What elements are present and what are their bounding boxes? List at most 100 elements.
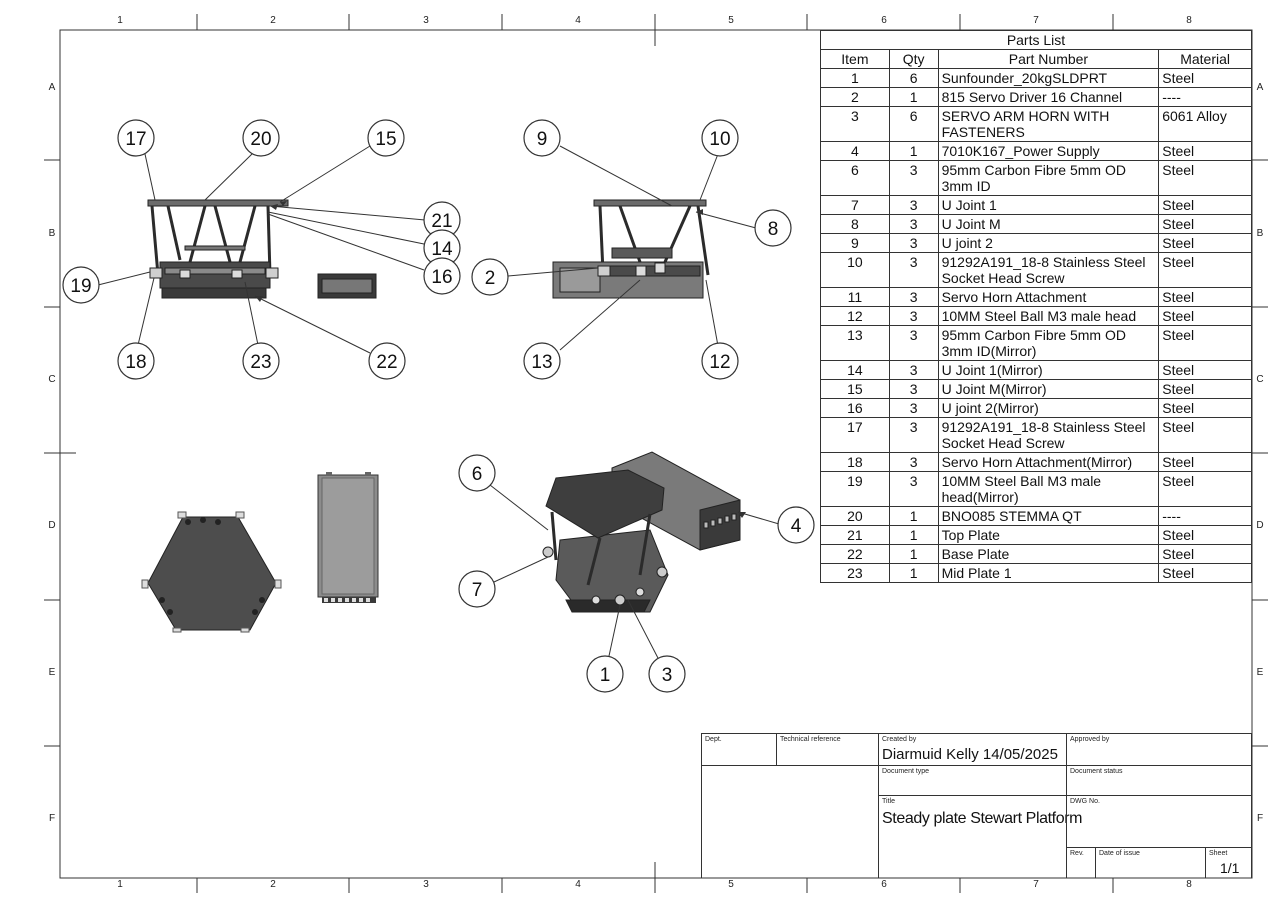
top-view: [141, 511, 282, 633]
iso-view: [542, 451, 741, 613]
date-issue-label: Date of issue: [1099, 850, 1140, 857]
row-label: D: [1256, 520, 1264, 531]
balloon-17: 17: [125, 129, 146, 150]
col-label: 2: [270, 15, 276, 26]
cell-part-number: Base Plate: [937, 544, 1160, 564]
balloon-3: 3: [662, 665, 673, 686]
balloon-16: 16: [431, 267, 452, 288]
balloon-14: 14: [431, 239, 453, 260]
leader-arrows: [255, 201, 746, 518]
cell-part-number: Mid Plate 1: [937, 563, 1160, 583]
col-label: 6: [881, 879, 887, 890]
cell-material: Steel: [1158, 452, 1252, 472]
front-leaders: [97, 145, 426, 354]
cell-material: Steel: [1158, 325, 1252, 361]
balloon-20: 20: [250, 129, 271, 150]
tech-ref-cell: Technical reference: [776, 733, 878, 765]
cell-qty: 6: [888, 106, 939, 142]
cell-material: Steel: [1158, 417, 1252, 453]
balloon-2: 2: [485, 268, 496, 289]
col-label: 4: [575, 15, 581, 26]
cell-part-number: 10MM Steel Ball M3 male head(Mirror): [937, 471, 1160, 507]
empty-cell: [701, 765, 878, 878]
cell-qty: 3: [888, 325, 939, 361]
dept-cell: Dept.: [701, 733, 776, 765]
cell-material: Steel: [1158, 214, 1252, 234]
balloon-circles: [62, 119, 815, 693]
balloon-4: 4: [791, 516, 802, 537]
cell-qty: 3: [888, 214, 939, 234]
header-part-number: Part Number: [937, 49, 1160, 69]
cell-part-number: U Joint M: [937, 214, 1160, 234]
dept-label: Dept.: [705, 736, 722, 743]
title-cell: Title Steady plate Stewart Platform: [878, 795, 1082, 878]
cell-item: 8: [820, 214, 890, 234]
cell-part-number: Top Plate: [937, 525, 1160, 545]
balloon-21: 21: [431, 211, 452, 232]
balloon-23: 23: [250, 352, 271, 373]
cell-qty: 3: [888, 417, 939, 453]
balloon-12: 12: [709, 352, 730, 373]
col-label: 8: [1186, 879, 1192, 890]
cell-material: 6061 Alloy: [1158, 106, 1252, 142]
balloon-labels: 17 20 15 21 14 16 19 18 23 22 9 10 8 2 1…: [70, 129, 801, 686]
row-label: A: [1256, 82, 1264, 93]
row-label: D: [48, 520, 56, 531]
col-label: 8: [1186, 15, 1192, 26]
col-label: 7: [1033, 879, 1039, 890]
cell-part-number: U Joint 1: [937, 195, 1160, 215]
col-label: 2: [270, 879, 276, 890]
row-label: F: [1256, 813, 1264, 824]
cell-qty: 3: [888, 398, 939, 418]
col-label: 6: [881, 15, 887, 26]
cell-material: Steel: [1158, 160, 1252, 196]
cell-item: 22: [820, 544, 890, 564]
balloon-6: 6: [472, 464, 483, 485]
front-view: [147, 199, 377, 299]
row-label: A: [48, 82, 56, 93]
side-leaders: [507, 145, 757, 351]
sheet-cell: Sheet 1/1: [1205, 847, 1252, 878]
row-label: C: [1256, 374, 1264, 385]
cell-qty: 1: [888, 141, 939, 161]
created-by-label: Created by: [882, 736, 917, 743]
parts-list-table: Parts List Item Qty Part Number Material…: [820, 30, 1252, 583]
cell-part-number: U joint 2: [937, 233, 1160, 253]
cell-material: Steel: [1158, 525, 1252, 545]
cell-material: Steel: [1158, 68, 1252, 88]
doc-type-cell: Document type: [878, 765, 1066, 795]
cell-part-number: Servo Horn Attachment(Mirror): [937, 452, 1160, 472]
cell-qty: 1: [888, 87, 939, 107]
approved-by-label: Approved by: [1070, 736, 1110, 743]
doc-status-cell: Document status: [1066, 765, 1252, 795]
balloon-8: 8: [768, 219, 779, 240]
balloon-15: 15: [375, 129, 396, 150]
row-label: C: [48, 374, 56, 385]
cell-item: 9: [820, 233, 890, 253]
col-label: 4: [575, 879, 581, 890]
balloon-18: 18: [125, 352, 146, 373]
cell-item: 10: [820, 252, 890, 288]
cell-item: 17: [820, 417, 890, 453]
cell-item: 15: [820, 379, 890, 399]
cell-material: ----: [1158, 506, 1252, 526]
rev-label: Rev.: [1070, 850, 1084, 857]
cell-qty: 3: [888, 287, 939, 307]
cell-material: Steel: [1158, 379, 1252, 399]
cell-qty: 3: [888, 379, 939, 399]
cell-part-number: SERVO ARM HORN WITH FASTENERS: [937, 106, 1160, 142]
cell-item: 2: [820, 87, 890, 107]
cell-qty: 3: [888, 252, 939, 288]
col-label: 5: [728, 879, 734, 890]
cell-qty: 6: [888, 68, 939, 88]
date-issue-cell: Date of issue: [1095, 847, 1205, 878]
cell-item: 6: [820, 160, 890, 196]
